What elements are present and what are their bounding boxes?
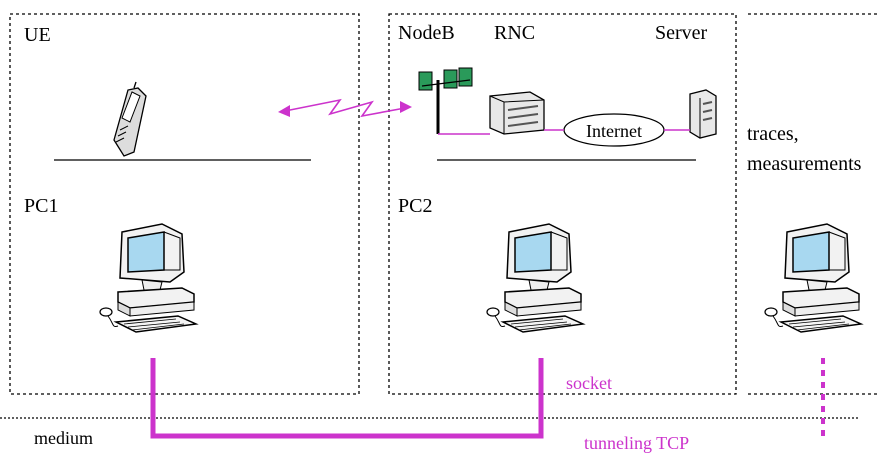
pc2-box xyxy=(388,13,737,395)
computer-icon xyxy=(764,223,862,333)
antenna-icon xyxy=(418,67,473,134)
label-nodeb: NodeB xyxy=(398,22,455,44)
mobile-phone-icon xyxy=(113,81,147,157)
label-medium: medium xyxy=(34,428,93,448)
ue-pc1-box xyxy=(9,13,360,395)
wireless-link xyxy=(278,98,412,118)
rnc-box-icon xyxy=(489,91,545,135)
label-rnc: RNC xyxy=(494,22,535,44)
computer-icon xyxy=(99,223,197,333)
label-pc2: PC2 xyxy=(398,195,432,217)
tunneling-link xyxy=(150,358,544,439)
label-tunneling: tunneling TCP xyxy=(584,433,689,453)
label-ue: UE xyxy=(24,24,51,46)
label-internet: Internet xyxy=(586,121,642,141)
computer-icon xyxy=(486,223,584,333)
server-icon xyxy=(689,89,717,139)
label-server: Server xyxy=(655,22,708,44)
label-measurements: measurements xyxy=(747,153,862,175)
label-traces: traces, xyxy=(747,123,799,145)
label-pc1: PC1 xyxy=(24,195,58,217)
label-socket: socket xyxy=(566,373,612,393)
